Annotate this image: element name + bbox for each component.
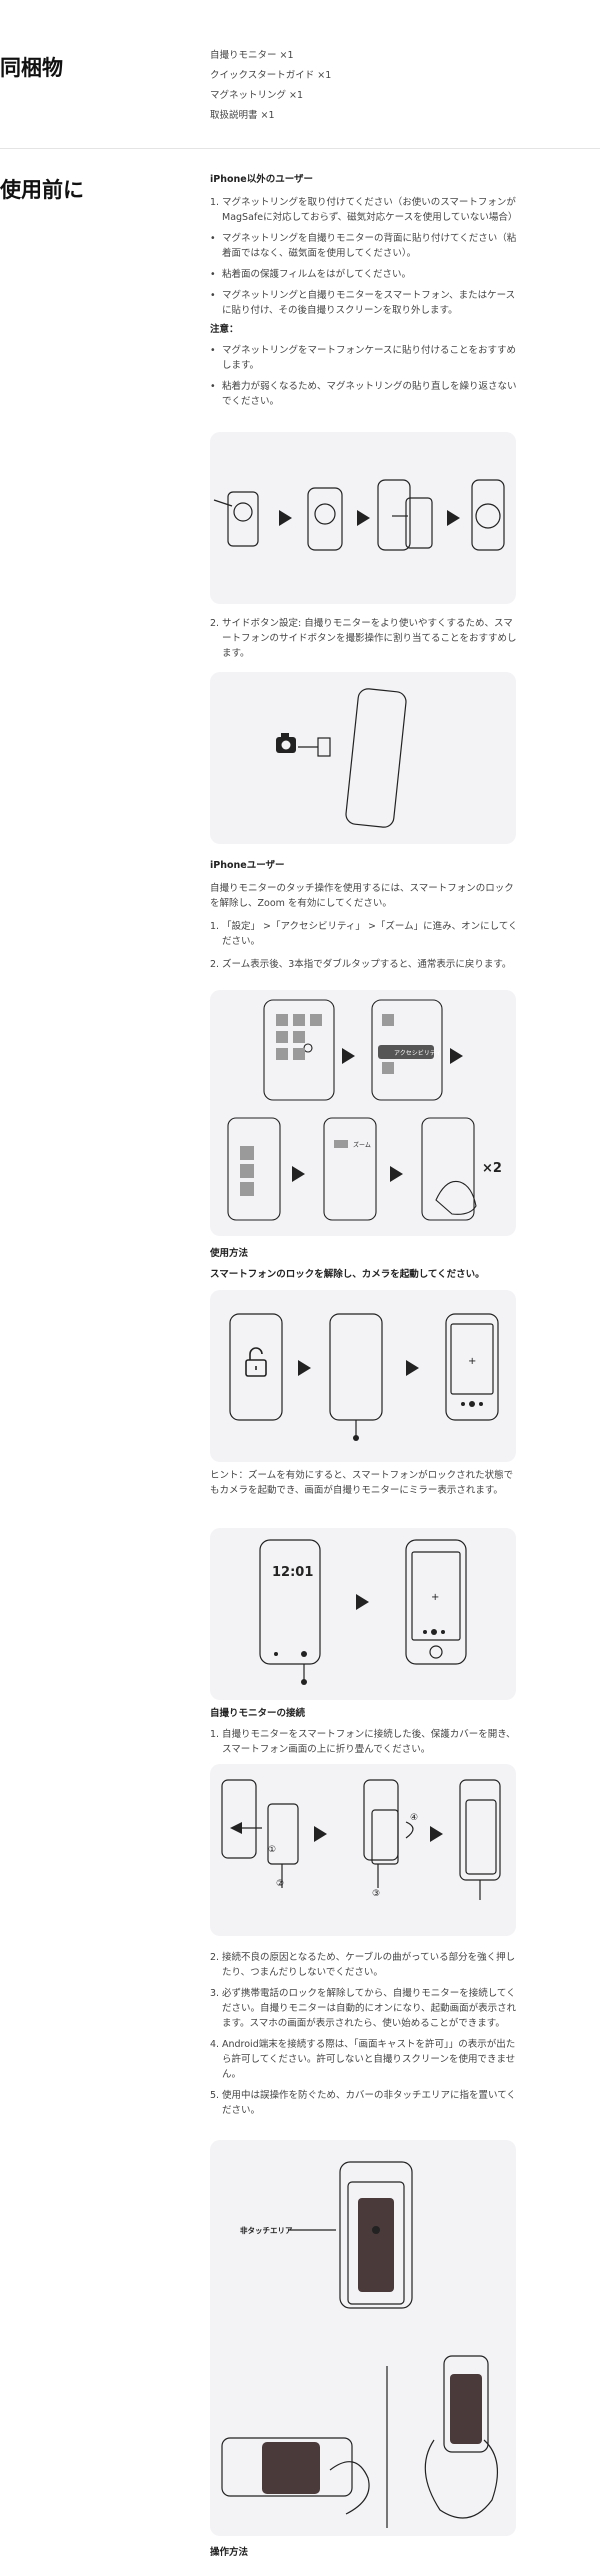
- non-touch-label: 非タッチエリア: [240, 2225, 293, 2235]
- list-item: 1. 自撮りモニターをスマートフォンに接続した後、保護カバーを開き、スマートフォ…: [210, 1729, 516, 1755]
- list-item: 2. サイドボタン設定: 自撮りモニターをより使いやすくするため、スマートフォン…: [210, 616, 520, 661]
- list-item: 4. Android端末を接続する際は、「画面キャストを許可」」の表示が出たら許…: [210, 2039, 516, 2080]
- zoom-settings-illustration: アクセシビリティ ズーム ×2: [210, 990, 516, 1236]
- step-number: 1.: [210, 197, 220, 208]
- step-text: サイドボタン設定: 自撮りモニターをより使いやすくするため、スマートフォンのサイ…: [222, 618, 517, 659]
- zoom-label: ズーム: [353, 1141, 371, 1149]
- svg-text:+: +: [431, 1592, 439, 1603]
- side-button-step: 2. サイドボタン設定: 自撮りモニターをより使いやすくするため、スマートフォン…: [210, 616, 520, 661]
- list-item: クイックスタートガイド ×1: [210, 70, 332, 81]
- list-item: •粘着力が弱くなるため、マグネットリングの貼り直しを繰り返さないでください。: [210, 381, 517, 407]
- list-item: 3. 必ず携帯電話のロックを解除してから、自撮りモニターを接続してください。自撮…: [210, 1988, 517, 2029]
- non-iphone-heading: iPhone以外のユーザー: [210, 174, 314, 185]
- list-item: •マグネットリングと自撮りモニターをスマートフォン、またはケースに貼り付け、その…: [210, 290, 516, 316]
- step-text: マグネットリングを取り付けてください（お使いのスマートフォンがMagSafeに対…: [222, 197, 518, 223]
- marker-4: ④: [410, 1813, 418, 1823]
- lockscreen-camera-illustration: 12:01 +: [210, 1528, 516, 1700]
- next-heading: 操作方法: [210, 2547, 249, 2558]
- list-item: 2. ズーム表示後、3本指でダブルタップすると、通常表示に戻ります。: [210, 959, 512, 970]
- contents-list: 自撮りモニター ×1 クイックスタートガイド ×1 マグネットリング ×1 取扱…: [210, 48, 520, 123]
- contents-title: 同梱物: [0, 56, 63, 80]
- unlock-camera-illustration: +: [210, 1290, 516, 1462]
- list-item: •マグネットリングを自撮りモニターの背面に貼り付けてください（粘着面ではなく、磁…: [210, 233, 517, 259]
- usage-subheading: スマートフォンのロックを解除し、カメラを起動してください。: [210, 1269, 485, 1280]
- connect-heading: 自撮りモニターの接続: [210, 1708, 306, 1719]
- list-item: •マグネットリングをマートフォンケースに貼り付けることをおすすめします。: [210, 345, 517, 371]
- hand-icon: [435, 1180, 477, 1215]
- side-button-illustration: [210, 672, 516, 844]
- magnet-ring-illustration: [210, 432, 516, 604]
- list-item: 2. 接続不良の原因となるため、ケーブルの曲がっている部分を強く押したり、つまん…: [210, 1952, 516, 1978]
- list-item: マグネットリング ×1: [210, 90, 304, 101]
- connect-monitor-illustration: ① ② ③ ④: [210, 1764, 516, 1936]
- iphone-section: iPhoneユーザー 自撮りモニターのタッチ操作を使用するには、スマートフォンの…: [210, 858, 520, 972]
- list-item: 1. マグネットリングを取り付けてください（お使いのスマートフォンがMagSaf…: [210, 195, 520, 225]
- section-divider: [0, 148, 600, 149]
- list-item: 自撮りモニター ×1: [210, 50, 294, 61]
- usage-section: 使用方法 スマートフォンのロックを解除し、カメラを起動してください。: [210, 1246, 520, 1282]
- list-item: •粘着面の保護フィルムをはがしてください。: [210, 269, 412, 280]
- connect-section: 自撮りモニターの接続 1. 自撮りモニターをスマートフォンに接続した後、保護カバ…: [210, 1706, 520, 1757]
- iphone-intro: 自撮りモニターのタッチ操作を使用するには、スマートフォンのロックを解除し、Zoo…: [210, 883, 514, 909]
- non-iphone-section: iPhone以外のユーザー 1. マグネットリングを取り付けてください（お使いの…: [210, 172, 520, 409]
- marker-1: ①: [268, 1845, 276, 1855]
- usage-hint: ヒント：ズームを有効にすると、スマートフォンがロックされた状態でもカメラを起動で…: [210, 1468, 520, 1498]
- iphone-heading: iPhoneユーザー: [210, 860, 285, 871]
- list-item: 5. 使用中は誤操作を防ぐため、カバーの非タッチエリアに指を置いてください。: [210, 2090, 516, 2116]
- svg-text:+: +: [468, 1356, 476, 1367]
- list-item: 取扱説明書 ×1: [210, 110, 275, 121]
- list-item: 1. 「設定」 >「アクセシビリティ」 >「ズーム」に進み、オンにしてください。: [210, 921, 518, 947]
- marker-2: ②: [276, 1879, 284, 1889]
- camera-icon: [276, 733, 296, 753]
- marker-3: ③: [372, 1889, 380, 1899]
- step-number: 2.: [210, 618, 220, 629]
- double-tap-label: ×2: [482, 1161, 502, 1176]
- before-use-title: 使用前に: [0, 178, 84, 202]
- accessibility-label: アクセシビリティ: [394, 1049, 441, 1057]
- usage-heading: 使用方法: [210, 1248, 249, 1259]
- clock: 12:01: [272, 1565, 313, 1580]
- hint-text: ヒント：ズームを有効にすると、スマートフォンがロックされた状態でもカメラを起動で…: [210, 1470, 514, 1496]
- non-touch-area-illustration: 非タッチエリア: [210, 2140, 516, 2536]
- unlock-icon: [245, 1347, 267, 1377]
- note-heading: 注意：: [210, 324, 239, 335]
- connect-steps: 2. 接続不良の原因となるため、ケーブルの曲がっている部分を強く押したり、つまん…: [210, 1950, 520, 2118]
